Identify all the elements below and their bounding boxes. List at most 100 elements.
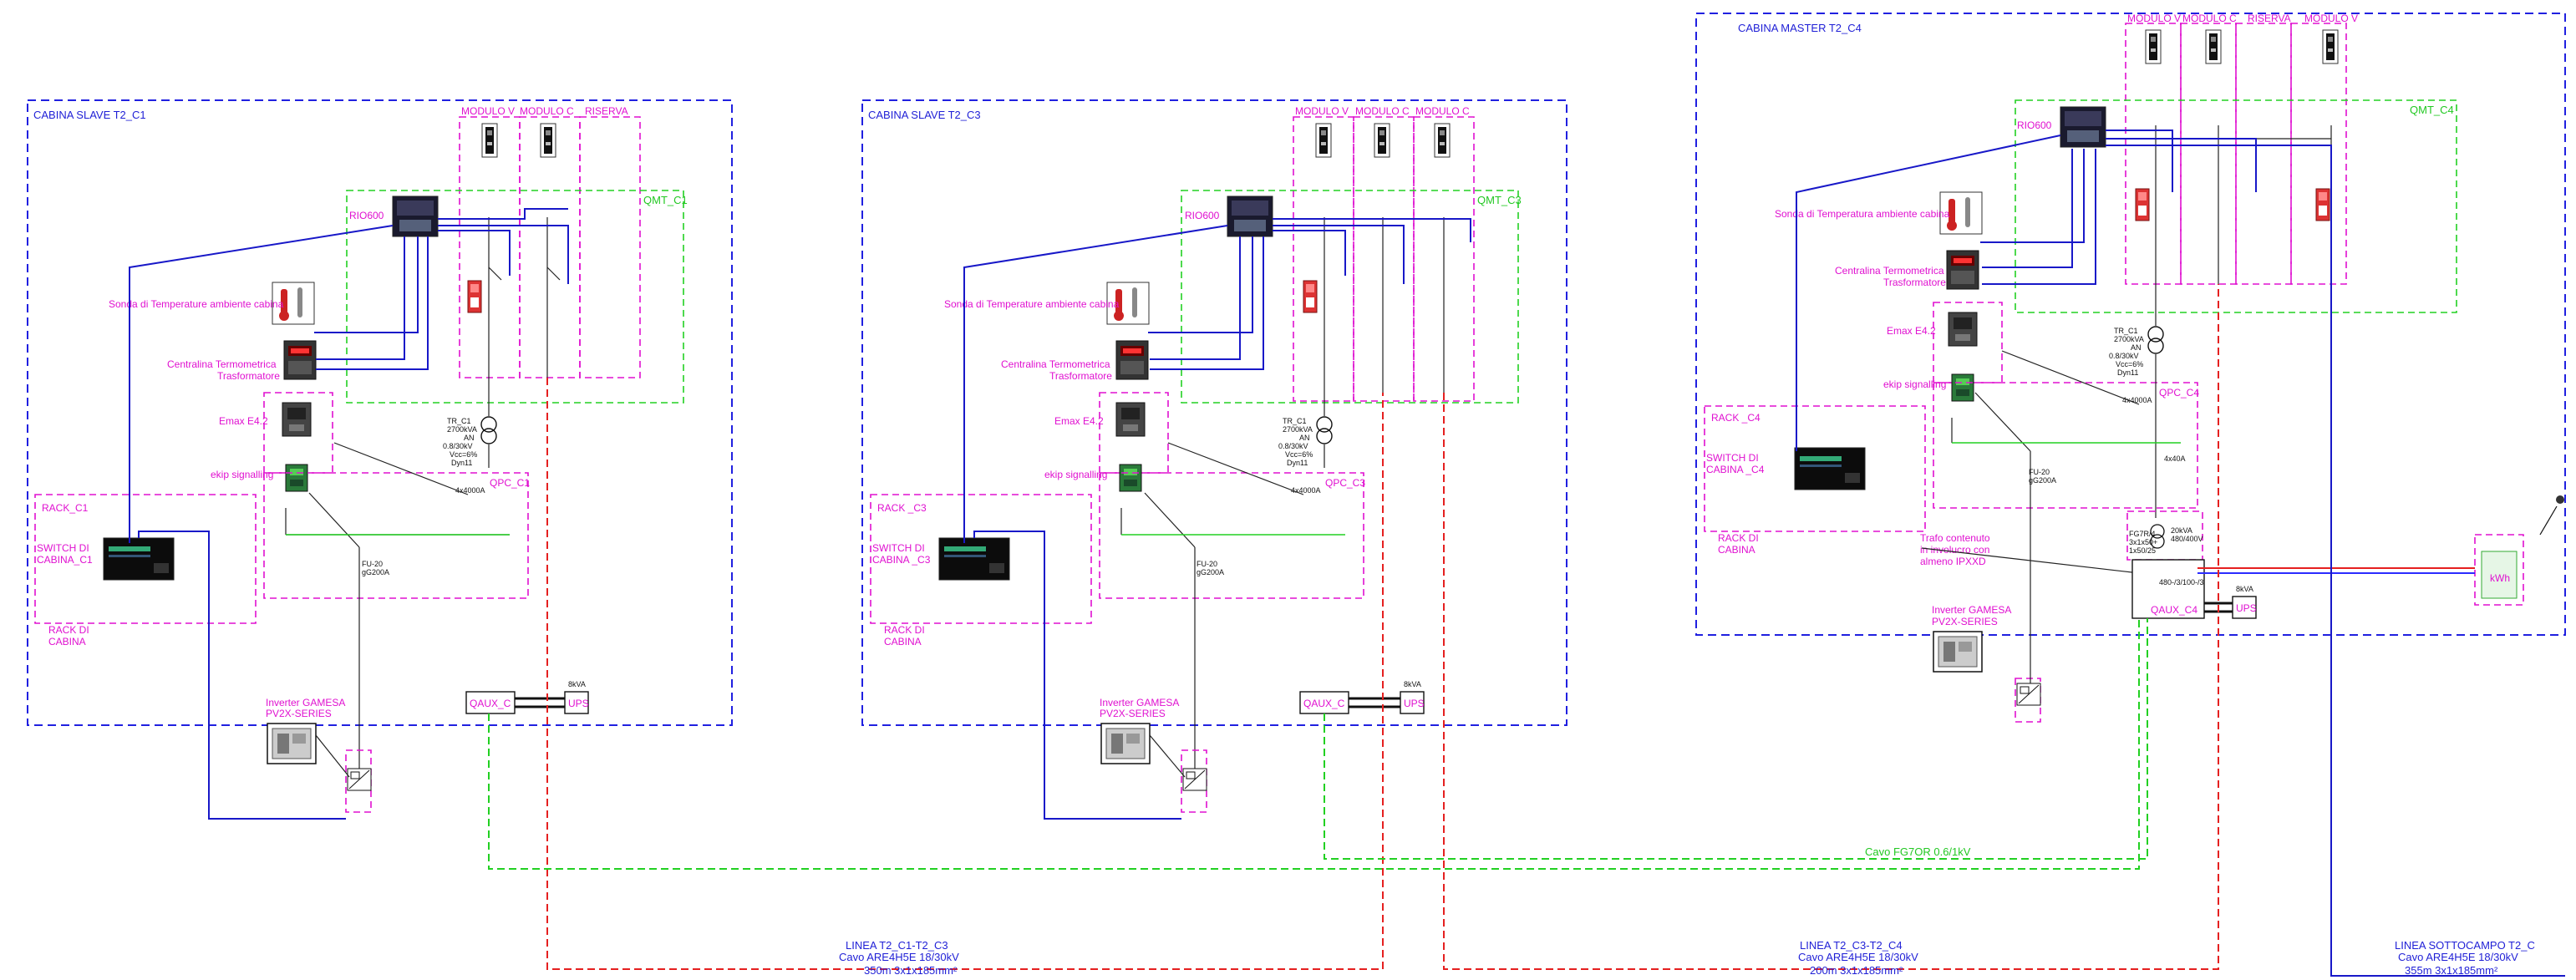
qmt-box xyxy=(346,190,684,404)
tr-text: Vcc=6% xyxy=(1285,450,1313,459)
inverter-link xyxy=(1149,734,1186,778)
cabin-master-c4: CABINA MASTER T2_C4 MODULO V MODULO C RI… xyxy=(1695,13,2566,723)
rack-box xyxy=(870,494,1092,624)
fuse-text: FU-20 xyxy=(362,560,383,568)
qmt-box xyxy=(2015,99,2457,313)
switchgear-lines xyxy=(1120,217,1445,777)
qaux-box xyxy=(465,691,516,714)
switchgear-lines xyxy=(285,217,561,777)
rack-label: RACK_C1 xyxy=(42,502,89,514)
mv-cables xyxy=(488,284,2565,977)
inverter-panel-icon xyxy=(347,768,372,791)
switch-label: SWITCH DI xyxy=(37,542,89,554)
qaux-label: QAUX_C4 xyxy=(2151,604,2197,616)
module-device-icon xyxy=(2145,29,2162,64)
breaker-label: Emax E4.2 xyxy=(219,415,268,427)
rack-box xyxy=(34,494,257,624)
trafo-pointer xyxy=(1921,547,2140,574)
ekip-module-icon xyxy=(1119,464,1142,492)
aux-tr-text: 1x50/25 xyxy=(2129,546,2156,555)
thermo-unit-icon xyxy=(283,340,317,380)
switch-label: CABINA_C1 xyxy=(37,554,93,566)
meter-box xyxy=(2474,534,2524,606)
emax-breaker-icon xyxy=(282,402,312,437)
sensor-label: Sonda di Temperatura ambiente cabina xyxy=(1775,208,1950,220)
thermo-unit-icon xyxy=(1946,250,1979,290)
transformer-icon xyxy=(480,428,497,444)
tr-text: 2700kVA xyxy=(2114,335,2144,343)
inverter-icon xyxy=(1933,631,1983,673)
comm-wiring xyxy=(129,208,569,820)
module-box xyxy=(1413,116,1475,402)
amp-text: 4x4000A xyxy=(2122,396,2152,404)
fuse-text: gG200A xyxy=(362,568,389,576)
cabin-border xyxy=(27,99,733,726)
thermo-label: Trasformatore xyxy=(1049,370,1112,382)
aux-transformer-icon xyxy=(2150,524,2165,539)
module-device-icon xyxy=(1374,123,1390,158)
ekip-label: ekip signalling xyxy=(1044,469,1107,480)
rack-di-label: CABINA xyxy=(884,636,922,647)
rio600-icon xyxy=(392,195,439,237)
ekip-label: ekip signalling xyxy=(211,469,273,480)
module-label: MODULO V xyxy=(1295,105,1349,117)
inverter-label: Inverter GAMESA xyxy=(266,697,345,708)
qpc-box xyxy=(1099,472,1364,599)
aux-kva-text: 20kVA xyxy=(2171,526,2192,535)
line-label: 200m 3x1x185mm² xyxy=(1810,964,1903,977)
ups-box xyxy=(1400,691,1425,714)
emax-breaker-icon xyxy=(1948,312,1978,347)
network-switch-icon xyxy=(938,537,1010,581)
rio-label: RIO600 xyxy=(349,210,384,221)
inverter-label: PV2X-SERIES xyxy=(1932,616,1998,627)
emax-breaker-icon xyxy=(1115,402,1146,437)
relay-icon xyxy=(467,280,482,313)
fuse-text: gG200A xyxy=(2029,476,2056,485)
inverter-label: Inverter GAMESA xyxy=(1932,604,2011,616)
module-device-icon xyxy=(1315,123,1332,158)
module-box xyxy=(1353,116,1415,402)
thermo-label: Centralina Termometrica xyxy=(1835,265,1944,277)
amp-text: 4x40A xyxy=(2164,454,2186,463)
inverter-label: Inverter GAMESA xyxy=(1100,697,1179,708)
qaux-box xyxy=(1299,691,1349,714)
network-switch-icon xyxy=(1794,447,1866,490)
module-label: MODULO C xyxy=(2182,13,2237,24)
aux-tr-text: 3x1x50+ xyxy=(2129,538,2157,546)
relay-icon xyxy=(1303,280,1318,313)
module-box xyxy=(579,116,641,378)
rio-label: RIO600 xyxy=(2017,119,2052,131)
aux-transformer-icon xyxy=(2150,534,2165,549)
tr-text: TR_C1 xyxy=(2114,327,2138,335)
rio600-icon xyxy=(2060,106,2106,148)
inverter-icon xyxy=(267,723,317,764)
module-label: RISERVA xyxy=(2248,13,2291,24)
line-label: Cavo ARE4H5E 18/30kV xyxy=(2398,951,2518,963)
aux-tr-text: FG7R/4 xyxy=(2129,530,2156,538)
line-label: 355m 3x1x185mm² xyxy=(2405,964,2498,977)
fuse-text: gG200A xyxy=(1197,568,1224,576)
qpc-label: QPC_C4 xyxy=(2159,387,2199,399)
tr-text: Dyn11 xyxy=(2117,368,2138,377)
qmt-label: QMT_C1 xyxy=(643,194,688,206)
module-label: MODULO C xyxy=(1415,105,1470,117)
inverter-panel-icon xyxy=(2016,683,2041,706)
rack-box xyxy=(1704,405,1926,532)
aux-transformer-box xyxy=(2126,510,2203,561)
rack-label: RACK _C3 xyxy=(877,502,927,514)
module-label: MODULO C xyxy=(520,105,574,117)
transformer-icon xyxy=(1316,416,1333,433)
energy-meter-icon xyxy=(2481,551,2518,599)
rio600-icon xyxy=(1227,195,1273,237)
tr-text: 0.8/30kV xyxy=(443,442,473,450)
qpc-label: QPC_C1 xyxy=(490,477,530,489)
switch-label: SWITCH DI xyxy=(872,542,925,554)
inverter-icon xyxy=(1100,723,1151,764)
qpc-box xyxy=(1933,382,2198,509)
ups-power: 8kVA xyxy=(2236,585,2253,593)
qmt-label: QMT_C3 xyxy=(1477,194,1522,206)
rack-di-label: RACK DI xyxy=(48,624,89,636)
rack-di-label: CABINA xyxy=(48,636,86,647)
thermo-label: Trasformatore xyxy=(1883,277,1946,288)
tr-text: Dyn11 xyxy=(1287,459,1308,467)
